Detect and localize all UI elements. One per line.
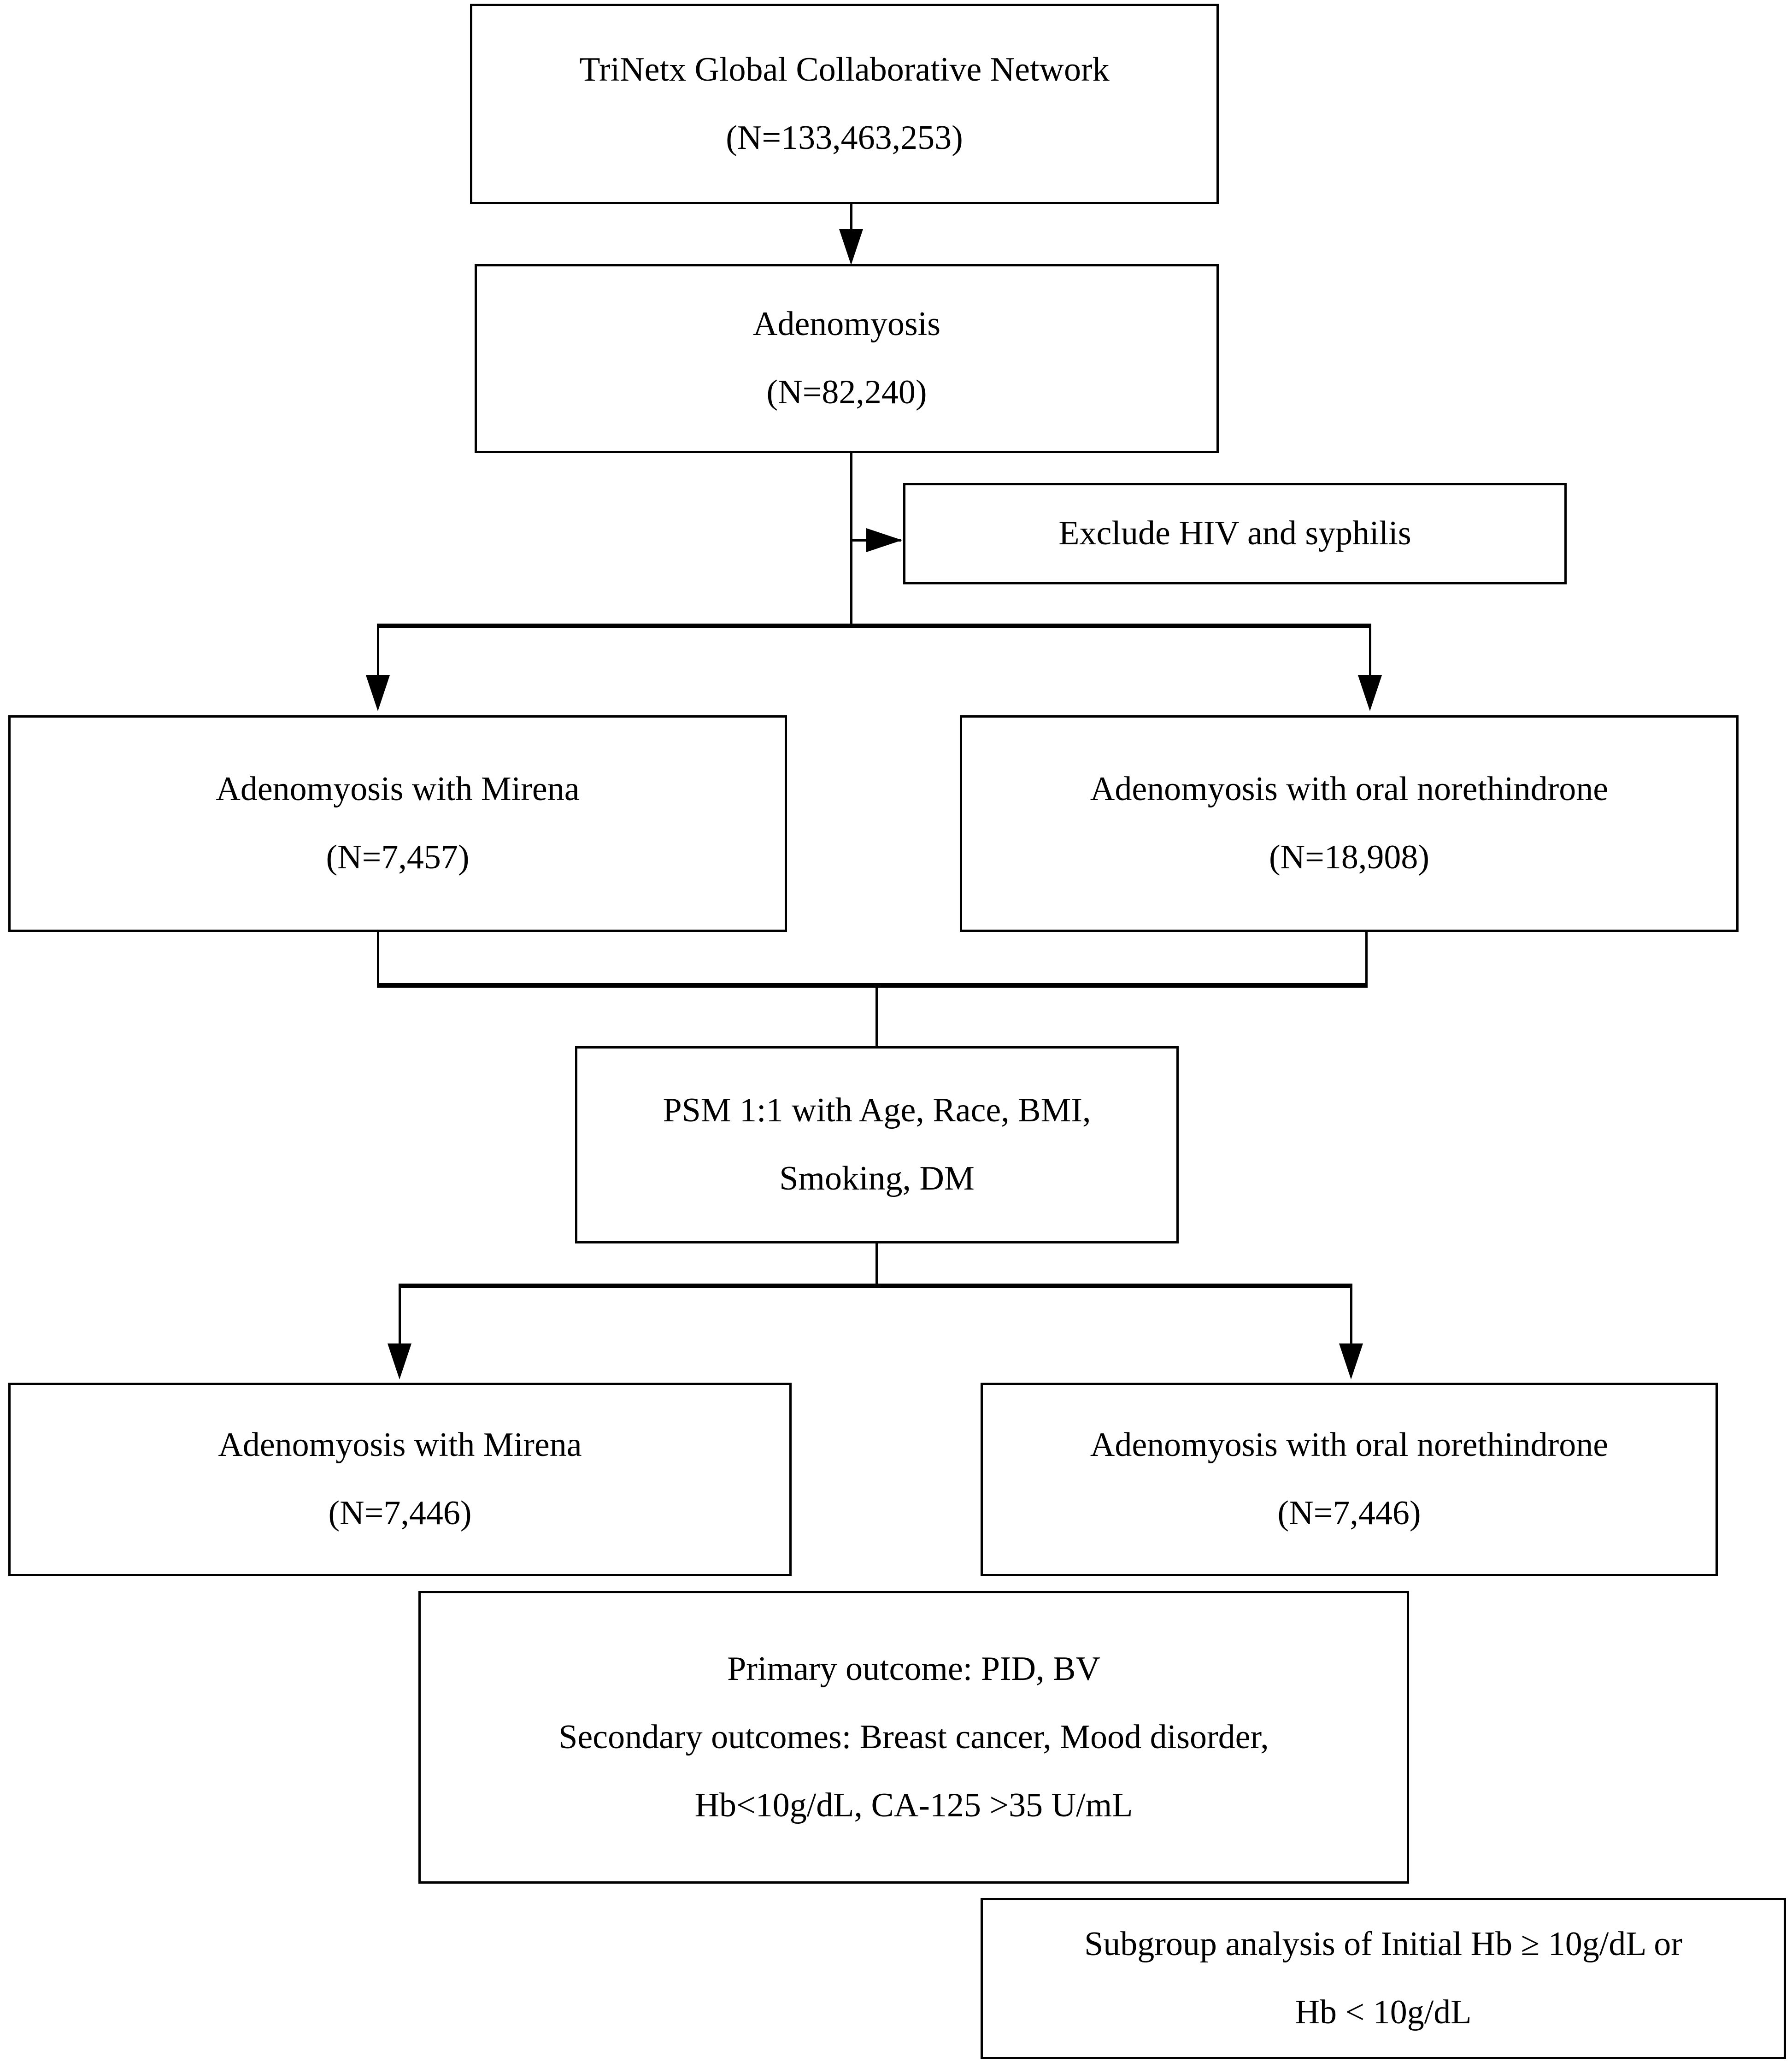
node-psm-line-0: PSM 1:1 with Age, Race, BMI, bbox=[663, 1091, 1091, 1130]
node-source-line-0: TriNetx Global Collaborative Network bbox=[579, 50, 1110, 88]
node-subgroup-line-1: Hb < 10g/dL bbox=[1295, 1993, 1472, 2032]
arrowhead-split-left-top bbox=[366, 675, 390, 711]
node-cohort-line-0: Adenomyosis bbox=[753, 305, 940, 343]
node-cohort: Adenomyosis (N=82,240) bbox=[475, 264, 1219, 453]
node-arm-norethindrone-post-line-1: (N=7,446) bbox=[1277, 1494, 1421, 1532]
node-arm-norethindrone-post: Adenomyosis with oral norethindrone (N=7… bbox=[981, 1383, 1718, 1576]
connector-source-to-cohort bbox=[850, 204, 852, 246]
node-arm-norethindrone-post-line-0: Adenomyosis with oral norethindrone bbox=[1090, 1426, 1609, 1464]
arrowhead-split-left-bottom bbox=[388, 1343, 411, 1379]
connector-split-bar-bottom bbox=[399, 1284, 1352, 1288]
connector-split-left-top bbox=[377, 624, 379, 690]
node-outcomes: Primary outcome: PID, BV Secondary outco… bbox=[418, 1591, 1409, 1884]
node-arm-mirena-post-line-0: Adenomyosis with Mirena bbox=[218, 1426, 582, 1464]
node-cohort-line-1: (N=82,240) bbox=[766, 373, 927, 412]
node-arm-norethindrone-pre-line-1: (N=18,908) bbox=[1269, 838, 1429, 877]
node-outcomes-line-0: Primary outcome: PID, BV bbox=[727, 1650, 1100, 1688]
node-psm: PSM 1:1 with Age, Race, BMI, Smoking, DM bbox=[575, 1046, 1179, 1243]
connector-merge-right bbox=[1365, 932, 1368, 985]
connector-split-bar-top bbox=[377, 624, 1371, 628]
node-arm-mirena-pre: Adenomyosis with Mirena (N=7,457) bbox=[8, 715, 787, 932]
node-subgroup-line-0: Subgroup analysis of Initial Hb ≥ 10g/dL… bbox=[1084, 1925, 1682, 1963]
connector-split-left-bottom bbox=[399, 1284, 401, 1350]
node-outcomes-line-2: Hb<10g/dL, CA-125 >35 U/mL bbox=[694, 1786, 1133, 1824]
arrowhead-to-exclusion bbox=[866, 528, 902, 552]
node-subgroup: Subgroup analysis of Initial Hb ≥ 10g/dL… bbox=[981, 1898, 1786, 2059]
node-source: TriNetx Global Collaborative Network (N=… bbox=[470, 4, 1219, 204]
connector-split-right-bottom bbox=[1350, 1284, 1352, 1350]
connector-merge-stem bbox=[875, 983, 878, 1048]
node-arm-mirena-pre-line-1: (N=7,457) bbox=[326, 838, 470, 877]
node-psm-line-1: Smoking, DM bbox=[779, 1160, 975, 1198]
node-source-line-1: (N=133,463,253) bbox=[726, 118, 963, 157]
node-outcomes-line-1: Secondary outcomes: Breast cancer, Mood … bbox=[558, 1718, 1269, 1756]
node-exclusion: Exclude HIV and syphilis bbox=[903, 483, 1567, 584]
node-exclusion-line-0: Exclude HIV and syphilis bbox=[1058, 514, 1411, 553]
connector-merge-left bbox=[377, 932, 379, 985]
node-arm-norethindrone-pre-line-0: Adenomyosis with oral norethindrone bbox=[1090, 770, 1609, 808]
node-arm-mirena-post: Adenomyosis with Mirena (N=7,446) bbox=[8, 1383, 792, 1576]
arrowhead-source-to-cohort bbox=[839, 229, 863, 265]
node-arm-mirena-pre-line-0: Adenomyosis with Mirena bbox=[216, 770, 580, 808]
arrowhead-split-right-top bbox=[1358, 675, 1382, 711]
connector-psm-stem bbox=[875, 1243, 878, 1287]
node-arm-mirena-post-line-1: (N=7,446) bbox=[328, 1494, 472, 1532]
connector-merge-bar bbox=[377, 983, 1368, 988]
arrowhead-split-right-bottom bbox=[1339, 1343, 1363, 1379]
node-arm-norethindrone-pre: Adenomyosis with oral norethindrone (N=1… bbox=[960, 715, 1739, 932]
connector-split-right-top bbox=[1369, 624, 1371, 690]
